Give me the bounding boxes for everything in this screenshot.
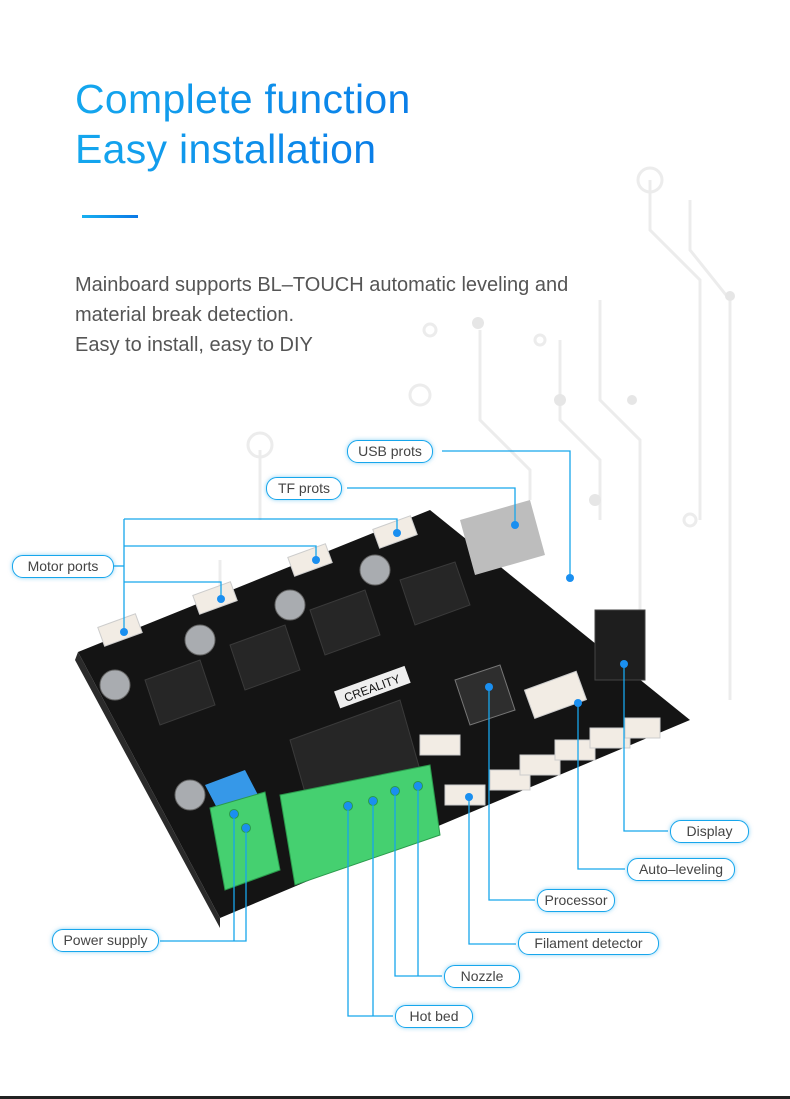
mainboard: CREALITY bbox=[75, 500, 690, 928]
callout-filament-detector: Filament detector bbox=[518, 932, 659, 955]
callout-tf-ports: TF prots bbox=[266, 477, 342, 500]
description-line: material break detection. bbox=[75, 304, 295, 326]
circuit-dot-decoration bbox=[472, 291, 735, 506]
description-line: Easy to install, easy to DIY bbox=[75, 334, 313, 356]
heading-line-2: Easy installation bbox=[75, 126, 377, 172]
heading-line-1: Complete function bbox=[75, 76, 411, 122]
description: Mainboard supports BL–TOUCH automatic le… bbox=[75, 270, 568, 360]
callout-hot-bed: Hot bed bbox=[395, 1005, 473, 1028]
callout-dots bbox=[120, 521, 628, 832]
bottom-rule bbox=[0, 1096, 790, 1099]
callout-nozzle: Nozzle bbox=[444, 965, 520, 988]
callout-lines bbox=[114, 450, 668, 1017]
callout-power-supply: Power supply bbox=[52, 929, 159, 952]
callout-usb-ports: USB prots bbox=[347, 440, 433, 463]
accent-divider bbox=[82, 215, 138, 218]
callout-processor: Processor bbox=[537, 889, 615, 912]
callout-auto-leveling: Auto–leveling bbox=[627, 858, 735, 881]
description-line: Mainboard supports BL–TOUCH automatic le… bbox=[75, 274, 569, 296]
circuit-trace-decoration bbox=[218, 166, 732, 700]
callout-display: Display bbox=[670, 820, 749, 843]
callout-motor-ports: Motor ports bbox=[12, 555, 114, 578]
